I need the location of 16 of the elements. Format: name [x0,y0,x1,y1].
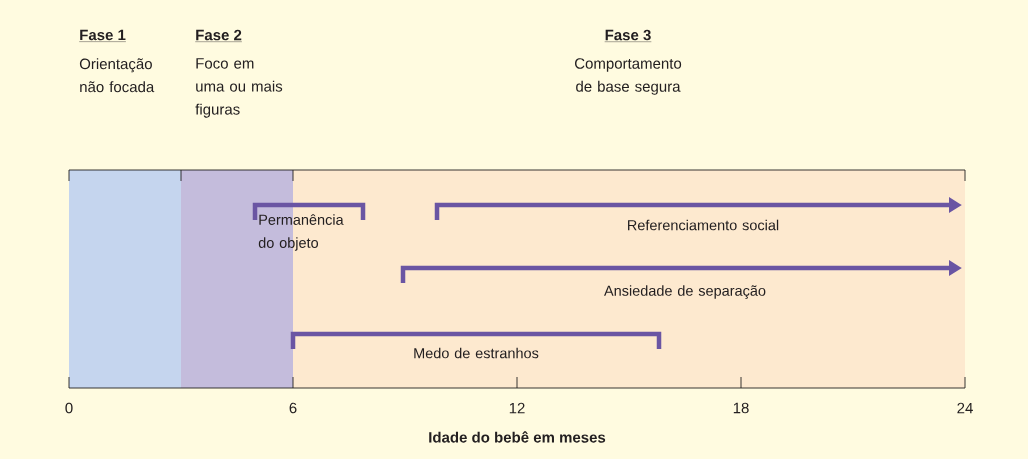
phase-heading: Fase 2 [195,29,243,42]
tick-label: 6 [289,402,297,414]
range-label: Permanência do objeto [258,214,344,251]
phase-heading: Fase 1 [79,29,127,42]
phase-description: Comportamento de base segura [575,58,682,95]
phase-description: Orientação não focada [79,58,155,93]
range-label: Medo de estranhos [414,347,539,359]
range-label: Ansiedade de separação [604,285,766,299]
tick-label: 12 [509,402,525,414]
phase-description: Foco em uma ou mais figuras [195,58,283,118]
range-label: Referenciamento social [628,219,779,231]
tick-label: 18 [733,402,749,414]
axis-title: Idade do bebê em meses [429,431,606,443]
phase-heading: Fase 3 [604,29,652,42]
tick-label: 24 [957,402,973,414]
tick-label: 0 [65,402,73,414]
